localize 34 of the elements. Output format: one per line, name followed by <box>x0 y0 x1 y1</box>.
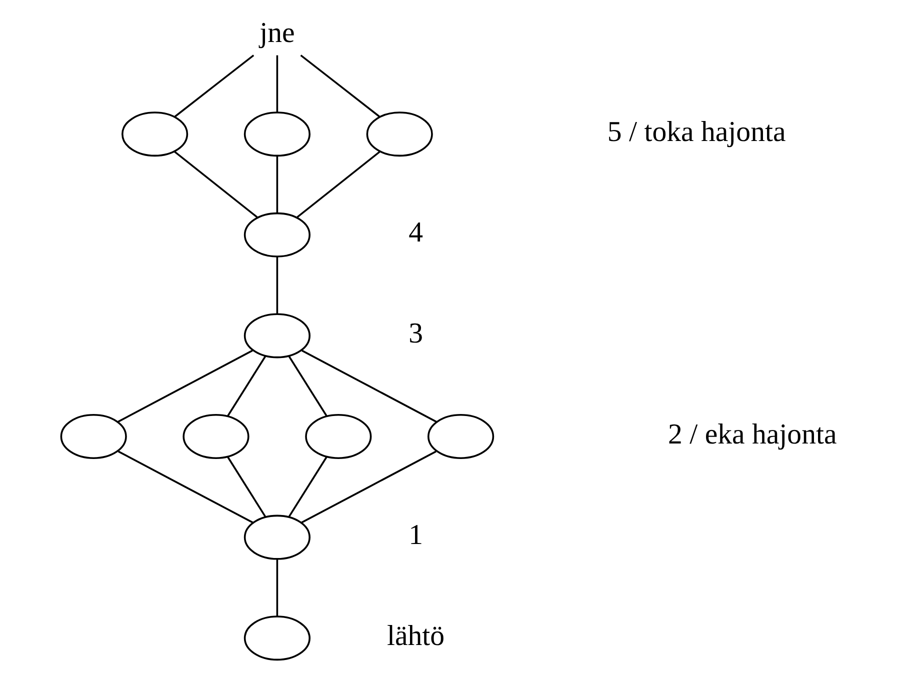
connector <box>118 450 254 524</box>
node-ellipse <box>244 313 310 358</box>
connector <box>302 350 437 423</box>
node-label: 3 <box>408 318 424 350</box>
connector <box>227 456 266 518</box>
connector <box>276 55 278 112</box>
connector <box>276 559 278 616</box>
node-ellipse <box>60 414 127 459</box>
node-ellipse <box>244 514 310 560</box>
node-ellipse <box>305 414 372 459</box>
node-label: lähtö <box>387 620 445 652</box>
node-ellipse <box>244 616 310 661</box>
connector <box>288 356 328 416</box>
node-ellipse <box>182 414 250 459</box>
connector <box>174 150 258 218</box>
connector <box>300 54 380 118</box>
node-ellipse <box>366 112 433 157</box>
node-label: 4 <box>408 216 424 249</box>
node-ellipse <box>244 212 310 258</box>
connector <box>118 350 253 423</box>
node-label: 1 <box>408 519 424 552</box>
node-ellipse <box>428 414 494 459</box>
node-ellipse <box>244 112 310 157</box>
label: 5 / toka hajonta <box>607 116 786 148</box>
connector <box>301 450 436 524</box>
connector <box>288 456 328 518</box>
connector <box>276 156 278 213</box>
connector <box>276 256 278 314</box>
connector <box>227 356 266 416</box>
connector <box>296 150 380 218</box>
node-ellipse <box>122 112 188 157</box>
connector <box>174 54 254 118</box>
label: 2 / eka hajonta <box>668 418 837 450</box>
node-text: jne <box>260 16 295 49</box>
